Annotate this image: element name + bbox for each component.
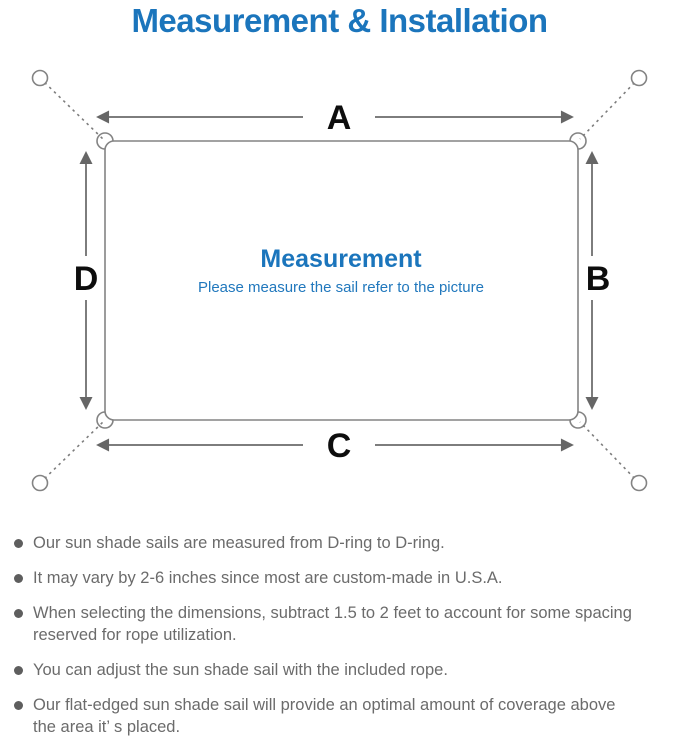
bullet-icon xyxy=(14,574,23,583)
note-item: When selecting the dimensions, subtract … xyxy=(14,602,664,646)
note-text: It may vary by 2-6 inches since most are… xyxy=(33,567,503,589)
note-line: Our sun shade sails are measured from D-… xyxy=(33,534,445,552)
anchor-ring-top-right-icon xyxy=(630,69,648,87)
note-text: Our flat-edged sun shade sail will provi… xyxy=(33,694,615,738)
note-text: When selecting the dimensions, subtract … xyxy=(33,602,632,646)
bullet-icon xyxy=(14,539,23,548)
note-item: Our sun shade sails are measured from D-… xyxy=(14,532,664,554)
dimension-arrow-a: A xyxy=(96,99,574,137)
dimension-label-d: D xyxy=(74,260,99,298)
bullet-icon xyxy=(14,609,23,618)
bullet-icon xyxy=(14,701,23,710)
bullet-icon xyxy=(14,666,23,675)
note-line: reserved for rope utilization. xyxy=(33,626,237,644)
measurement-diagram: A B C D Measurement Please measure the s… xyxy=(31,69,648,492)
note-line: the area it’ s placed. xyxy=(33,718,181,736)
dimension-arrow-b: B xyxy=(585,151,611,410)
page-title: Measurement & Installation xyxy=(131,2,548,39)
dimension-arrow-c: C xyxy=(96,427,574,465)
note-line: When selecting the dimensions, subtract … xyxy=(33,604,632,622)
anchor-ring-bottom-right-icon xyxy=(630,474,648,492)
anchor-ropes xyxy=(39,77,640,484)
note-line: You can adjust the sun shade sail with t… xyxy=(33,661,448,679)
diagram-center-subtitle: Please measure the sail refer to the pic… xyxy=(198,279,484,296)
anchor-rings xyxy=(31,69,648,492)
note-text: You can adjust the sun shade sail with t… xyxy=(33,659,448,681)
note-item: It may vary by 2-6 inches since most are… xyxy=(14,567,664,589)
note-item: You can adjust the sun shade sail with t… xyxy=(14,659,664,681)
note-line: Our flat-edged sun shade sail will provi… xyxy=(33,696,616,714)
rope-bottom-right xyxy=(579,421,640,484)
dimension-arrow-d: D xyxy=(74,151,99,410)
notes-list: Our sun shade sails are measured from D-… xyxy=(14,532,664,751)
shade-sail-rectangle xyxy=(104,140,579,421)
note-item: Our flat-edged sun shade sail will provi… xyxy=(14,694,664,738)
dimension-label-c: C xyxy=(327,427,352,465)
dimension-label-a: A xyxy=(327,99,352,137)
rope-top-left xyxy=(39,77,104,140)
anchor-ring-top-left-icon xyxy=(31,69,49,87)
rope-bottom-left xyxy=(39,421,104,484)
note-text: Our sun shade sails are measured from D-… xyxy=(33,532,445,554)
dimension-label-b: B xyxy=(586,260,611,298)
anchor-ring-bottom-left-icon xyxy=(31,474,49,492)
rope-top-right xyxy=(579,77,640,140)
note-line: It may vary by 2-6 inches since most are… xyxy=(33,569,503,587)
diagram-center-title: Measurement xyxy=(260,245,422,273)
